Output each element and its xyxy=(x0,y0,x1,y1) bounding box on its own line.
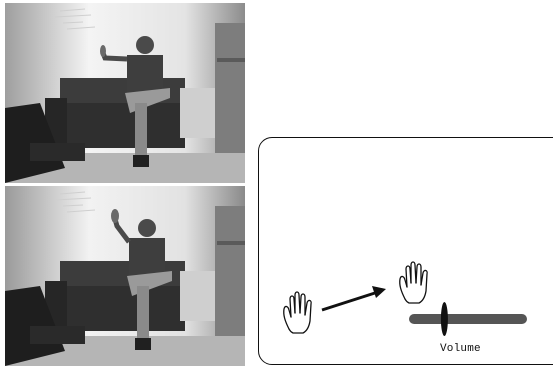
volume-label: Volume xyxy=(440,343,481,355)
slider-thumb[interactable] xyxy=(441,302,448,336)
open-hand-icon xyxy=(400,262,427,303)
slider-track[interactable] xyxy=(409,314,527,324)
open-hand-icon xyxy=(284,292,311,333)
volume-slider[interactable] xyxy=(409,302,527,336)
right-arrow-icon xyxy=(322,286,386,310)
